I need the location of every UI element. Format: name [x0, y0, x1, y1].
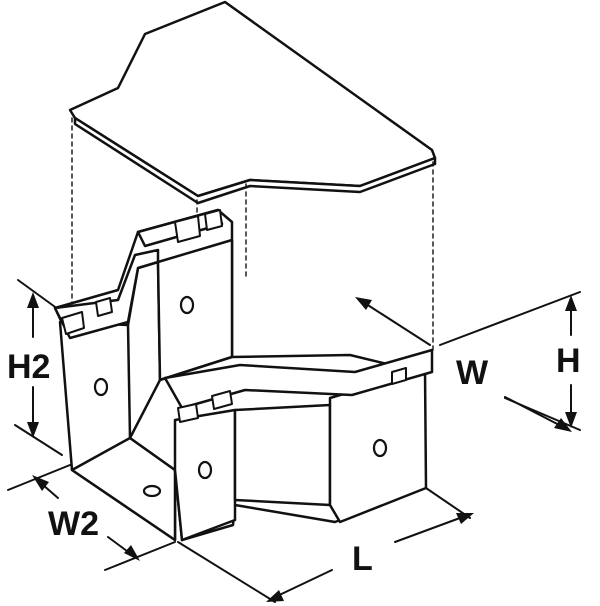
clip-left-1: [61, 311, 85, 335]
right-top-lip: [163, 348, 434, 410]
h2-arrow-bottom: [27, 422, 39, 438]
dimension-labels: H2 H W W2 L: [7, 342, 581, 578]
inner-back-panel: [156, 238, 234, 382]
h-arrow-bottom: [565, 412, 577, 428]
clips: [61, 209, 407, 423]
bolt-hole-back-panel: [179, 295, 195, 315]
dimension-lines: [7, 279, 581, 603]
w-dimension-line-low: [504, 396, 566, 429]
bolt-holes: [93, 295, 388, 498]
w2-arrow-bottom: [124, 545, 140, 561]
l-arrow-left: [266, 590, 284, 602]
l-extension-left: [177, 541, 276, 603]
h2-extension-bottom: [14, 424, 63, 456]
clip-left-2: [95, 297, 113, 317]
h-extension-top: [439, 291, 581, 346]
w2-extension-left: [7, 464, 71, 491]
w2-arrow-top: [32, 475, 49, 491]
l-dimension-line: [272, 569, 333, 599]
l-arrow-right: [456, 513, 474, 524]
clip-far-right: [391, 367, 407, 385]
label-l: L: [352, 540, 373, 578]
w2-extension-right: [104, 541, 176, 571]
cover-front-edge: [73, 116, 437, 205]
bolt-hole-front-face: [197, 460, 213, 480]
label-h2: H2: [7, 348, 50, 386]
h-arrow-top: [565, 295, 577, 311]
fitting-body: [53, 208, 434, 542]
cover: [68, 0, 437, 205]
bolt-hole-left-wall: [93, 377, 109, 397]
w-dimension-line: [359, 299, 431, 346]
clip-right-2: [211, 390, 233, 410]
bolt-hole-floor: [142, 484, 162, 498]
h2-arrow-top: [27, 292, 39, 308]
label-w2: W2: [48, 505, 99, 543]
transition-inner-wall: [233, 403, 332, 507]
h2-extension-top: [17, 279, 63, 313]
clip-right-1: [177, 403, 199, 423]
w-arrow-bottom: [554, 418, 572, 432]
clip-top-1: [174, 215, 201, 243]
label-h: H: [556, 342, 581, 380]
l-dimension-line-right: [394, 514, 469, 543]
bolt-hole-right-wall: [372, 438, 388, 458]
cover-top-face: [68, 0, 437, 198]
clip-top-2: [204, 209, 223, 231]
w-arrow-top: [355, 297, 372, 310]
label-w: W: [456, 354, 489, 392]
